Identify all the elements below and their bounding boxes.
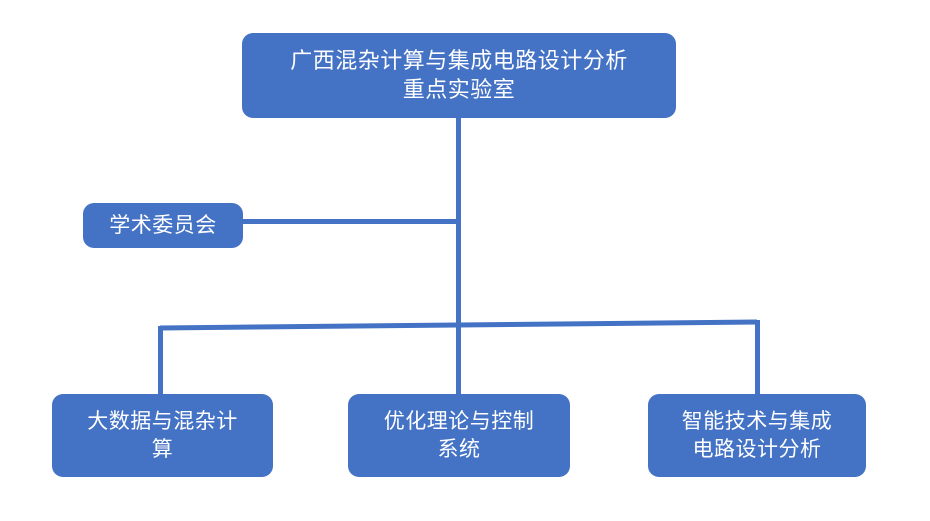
node-root-laboratory[interactable]: 广西混杂计算与集成电路设计分析 重点实验室 xyxy=(242,33,676,118)
node-academic-committee[interactable]: 学术委员会 xyxy=(83,203,243,248)
node-unit-optimization-theory-control-systems[interactable]: 优化理论与控制 系统 xyxy=(348,394,570,477)
node-unit-big-data-hybrid-computing[interactable]: 大数据与混杂计 算 xyxy=(52,394,273,477)
node-unit-intelligent-technology-ic-design[interactable]: 智能技术与集成 电路设计分析 xyxy=(648,394,866,477)
